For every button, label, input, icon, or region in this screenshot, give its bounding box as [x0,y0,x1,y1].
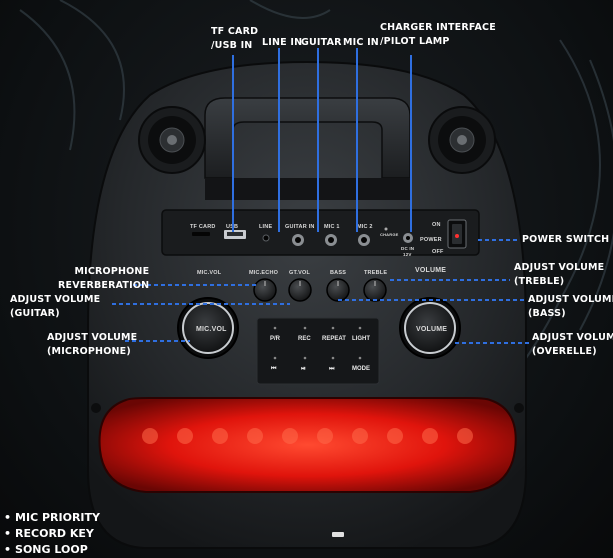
key-prev[interactable]: ⏮ [271,356,277,372]
svg-text:⏯: ⏯ [301,366,306,372]
key-pr[interactable]: P/R [270,326,281,342]
svg-text:REPEAT: REPEAT [322,336,346,342]
port-label-line: LINE [259,224,272,230]
guitar-volume-knob[interactable] [288,278,312,302]
power-label: POWER [420,237,442,243]
side-bolt-left [91,403,101,413]
bottom-slot [332,532,344,537]
charge-label: CHARGE [380,232,399,237]
key-mode[interactable]: MODE [352,356,370,372]
knob-label-bass: BASS [330,270,346,276]
line-in-jack[interactable] [262,234,270,242]
callout-adjust-bass: ADJUST VOLUME (BASS) [528,294,613,319]
callout-tf-card: TF CARD /USB IN [211,26,259,51]
key-rec[interactable]: REC [298,326,311,342]
right-tweeter [428,106,496,174]
led-light-bar [98,397,517,493]
callout-adjust-guitar: ADJUST VOLUME (GUITAR) [10,294,101,319]
on-label: ON [432,222,441,228]
callout-power-switch: POWER SWITCH [522,234,610,245]
svg-text:⏭: ⏭ [329,366,335,372]
key-pad [256,317,380,385]
pilot-lamp [384,227,388,231]
feature-item: MIC PRIORITY [4,510,100,526]
knob-label-volume-top: VOLUME [415,267,446,274]
treble-knob[interactable] [363,278,387,302]
key-repeat[interactable]: REPEAT [322,326,346,342]
side-bolt-right [514,403,524,413]
off-label: OFF [432,249,444,255]
feature-item: RECORD KEY [4,526,100,542]
svg-text:VOLUME: VOLUME [416,326,447,333]
callout-guitar: GUITAR [301,37,342,48]
svg-text:REC: REC [298,336,311,342]
port-label-tf: TF CARD [190,224,216,230]
led-dots [142,428,473,444]
dc-volt-label: 12V [403,252,412,257]
callout-lines [112,48,530,344]
key-play-pause[interactable]: ⏯ [301,356,307,372]
callout-line-in: LINE IN [262,37,303,48]
knob-label-treble: TREBLE [364,270,387,276]
callout-mic-reverb: MICROPHONE REVERBERATION [58,266,150,291]
svg-text:LIGHT: LIGHT [352,336,370,342]
mic-volume-dial[interactable]: MIC.VOL [177,297,239,359]
port-label-mic1: MIC 1 [324,224,340,230]
tf-card-slot[interactable] [192,232,210,236]
master-volume-dial[interactable]: VOLUME [399,297,461,359]
knob-label-mic-echo: MIC.ECHO [249,270,279,276]
port-label-mic2: MIC 2 [357,224,373,230]
callout-adjust-treble: ADJUST VOLUME (TREBLE) [514,262,605,287]
dc-in-label: DC IN [401,246,414,251]
bass-knob[interactable] [326,278,350,302]
svg-text:MODE: MODE [352,366,370,372]
feature-item: SONG LOOP [4,542,100,558]
knob-label-gt-vol: GT.VOL [289,270,311,276]
port-panel [161,209,480,256]
left-tweeter [138,106,206,174]
svg-text:⏮: ⏮ [271,366,277,372]
svg-text:MIC.VOL: MIC.VOL [196,326,227,333]
callout-mic-in: MIC IN [343,37,379,48]
callout-adjust-overall: ADJUST VOLUME (OVERELLE) [532,332,613,357]
feature-list: MIC PRIORITY RECORD KEY SONG LOOP [4,510,100,558]
callout-charger: CHARGER INTERFACE /PILOT LAMP [380,22,496,47]
callout-adjust-mic: ADJUST VOLUME (MICROPHONE) [47,332,138,357]
background-swooshes [19,0,613,421]
port-label-guitar: GUITAR IN [285,224,315,230]
key-light[interactable]: LIGHT [352,326,370,342]
mic-echo-knob[interactable] [253,278,277,302]
knob-label-mic-vol: MIC.VOL [197,270,222,276]
key-next[interactable]: ⏭ [329,356,335,372]
svg-text:P/R: P/R [270,336,281,342]
